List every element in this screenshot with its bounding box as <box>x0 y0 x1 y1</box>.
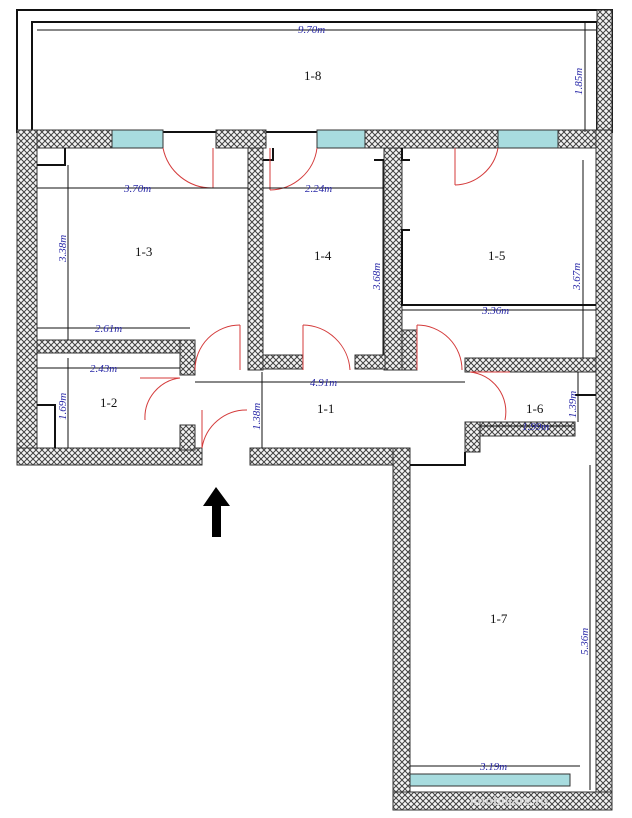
dim-1-99: 1.99m <box>522 421 549 433</box>
dim-3-36: 3.36m <box>481 305 509 317</box>
dim-1-69: 1.69m <box>57 393 69 420</box>
room-label-1-4: 1-4 <box>314 248 332 263</box>
dim-1-39: 1.39m <box>567 391 579 418</box>
room-label-1-3: 1-3 <box>135 244 152 259</box>
dim-2-43: 2.43m <box>90 363 117 375</box>
dim-1-85: 1.85m <box>573 68 585 95</box>
dim-2-61: 2.61m <box>95 323 122 335</box>
arrow-up-icon <box>203 487 230 537</box>
dim-5-36: 5.36m <box>579 628 591 655</box>
dim-9-70: 9.70m <box>298 24 325 36</box>
window-1-5 <box>497 129 559 149</box>
dim-3-19: 3.19m <box>479 761 507 773</box>
dim-3-70: 3.70m <box>123 183 151 195</box>
room-label-1-6: 1-6 <box>526 401 544 416</box>
dim-3-38: 3.38m <box>57 235 69 263</box>
room-label-1-5: 1-5 <box>488 248 505 263</box>
dim-3-67: 3.67m <box>571 263 583 291</box>
window-1-7 <box>409 773 571 787</box>
room-label-1-7: 1-7 <box>490 611 508 626</box>
dim-3-68: 3.68m <box>371 263 383 291</box>
dim-4-91: 4.91m <box>310 377 337 389</box>
outer-walls <box>16 129 613 811</box>
doors <box>140 147 510 449</box>
balcony-outline <box>16 9 613 133</box>
window-1-3 <box>111 129 164 149</box>
room-label-1-8: 1-8 <box>304 68 321 83</box>
watermark: imobiliare.ro <box>470 793 548 808</box>
window-1-4 <box>316 129 366 149</box>
interior-lines <box>37 148 596 466</box>
dim-1-38: 1.38m <box>251 403 263 430</box>
room-label-1-2: 1-2 <box>100 395 117 410</box>
dim-2-24: 2.24m <box>305 183 332 195</box>
dimension-labels: 9.70m 1.85m 3.70m 2.24m 3.38m 3.68m 3.67… <box>57 24 591 773</box>
dimension-lines <box>37 22 596 790</box>
windows <box>111 129 571 787</box>
room-labels: 1-8 1-3 1-4 1-5 1-2 1-1 1-6 1-7 <box>100 68 544 626</box>
inner-walls <box>36 147 597 453</box>
room-label-1-1: 1-1 <box>317 401 334 416</box>
